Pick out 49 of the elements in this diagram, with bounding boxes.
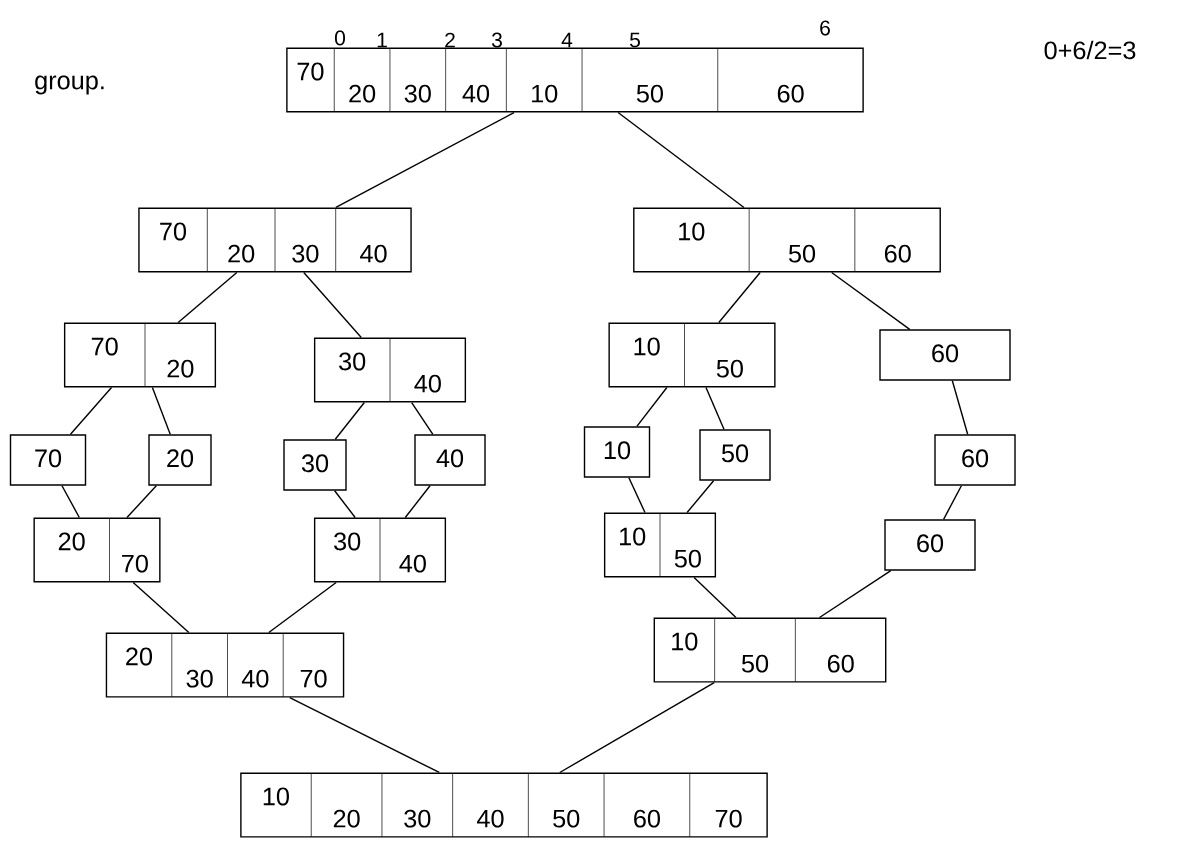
- connector-line: [268, 581, 337, 634]
- array-box: 10: [583, 426, 651, 478]
- connector-line: [61, 485, 80, 519]
- array-box: 60: [934, 434, 1016, 486]
- connector-line: [335, 111, 515, 209]
- array-box: 20: [148, 434, 212, 486]
- connector-line: [333, 490, 356, 519]
- array-box: 70 20 30 40: [138, 207, 412, 273]
- connector-line: [177, 271, 238, 324]
- note-text: group.: [35, 75, 104, 95]
- array-box: 30: [283, 439, 347, 491]
- array-box: 30 40: [313, 517, 447, 583]
- connector-line: [693, 576, 737, 619]
- connector-line: [705, 386, 725, 430]
- connector-line: [718, 271, 761, 324]
- connector-line: [411, 401, 434, 435]
- array-box: 60: [879, 329, 1011, 381]
- array-box: 70 20 30 40 10 50 60: [286, 47, 864, 113]
- connector-line: [830, 271, 911, 330]
- connector-line: [942, 485, 963, 520]
- array-box: 10 50: [608, 322, 776, 388]
- connector-line: [132, 581, 190, 634]
- array-box: 20 70: [33, 517, 161, 583]
- array-box: 60: [884, 519, 976, 571]
- array-box: 40: [414, 434, 486, 486]
- connector-line: [404, 485, 431, 519]
- array-box: 20 30 40 70: [105, 632, 345, 698]
- connector-line: [334, 401, 366, 440]
- connector-line: [559, 681, 715, 774]
- connector-line: [126, 485, 157, 519]
- array-box: 10 50: [603, 512, 717, 578]
- connector-line: [818, 570, 892, 619]
- connector-line: [151, 386, 171, 435]
- connector-line: [303, 271, 362, 339]
- connector-line: [617, 111, 745, 209]
- array-box: 30 40: [313, 337, 467, 403]
- connector-line: [636, 386, 668, 427]
- array-box: 10 50 60: [633, 207, 941, 273]
- array-box: 10 50 60: [653, 617, 887, 683]
- array-box: 50: [699, 429, 771, 481]
- formula-note: 0+6/2=3: [1044, 40, 1136, 60]
- connector-line: [289, 696, 440, 774]
- connector-line: [628, 477, 646, 514]
- connector-line: [69, 386, 113, 435]
- connector-line: [951, 380, 969, 435]
- connector-line: [686, 480, 715, 514]
- array-box: 70 20: [63, 322, 217, 388]
- array-box: 70: [9, 434, 87, 486]
- array-box: 10 20 30 40 50 60 70: [240, 772, 768, 838]
